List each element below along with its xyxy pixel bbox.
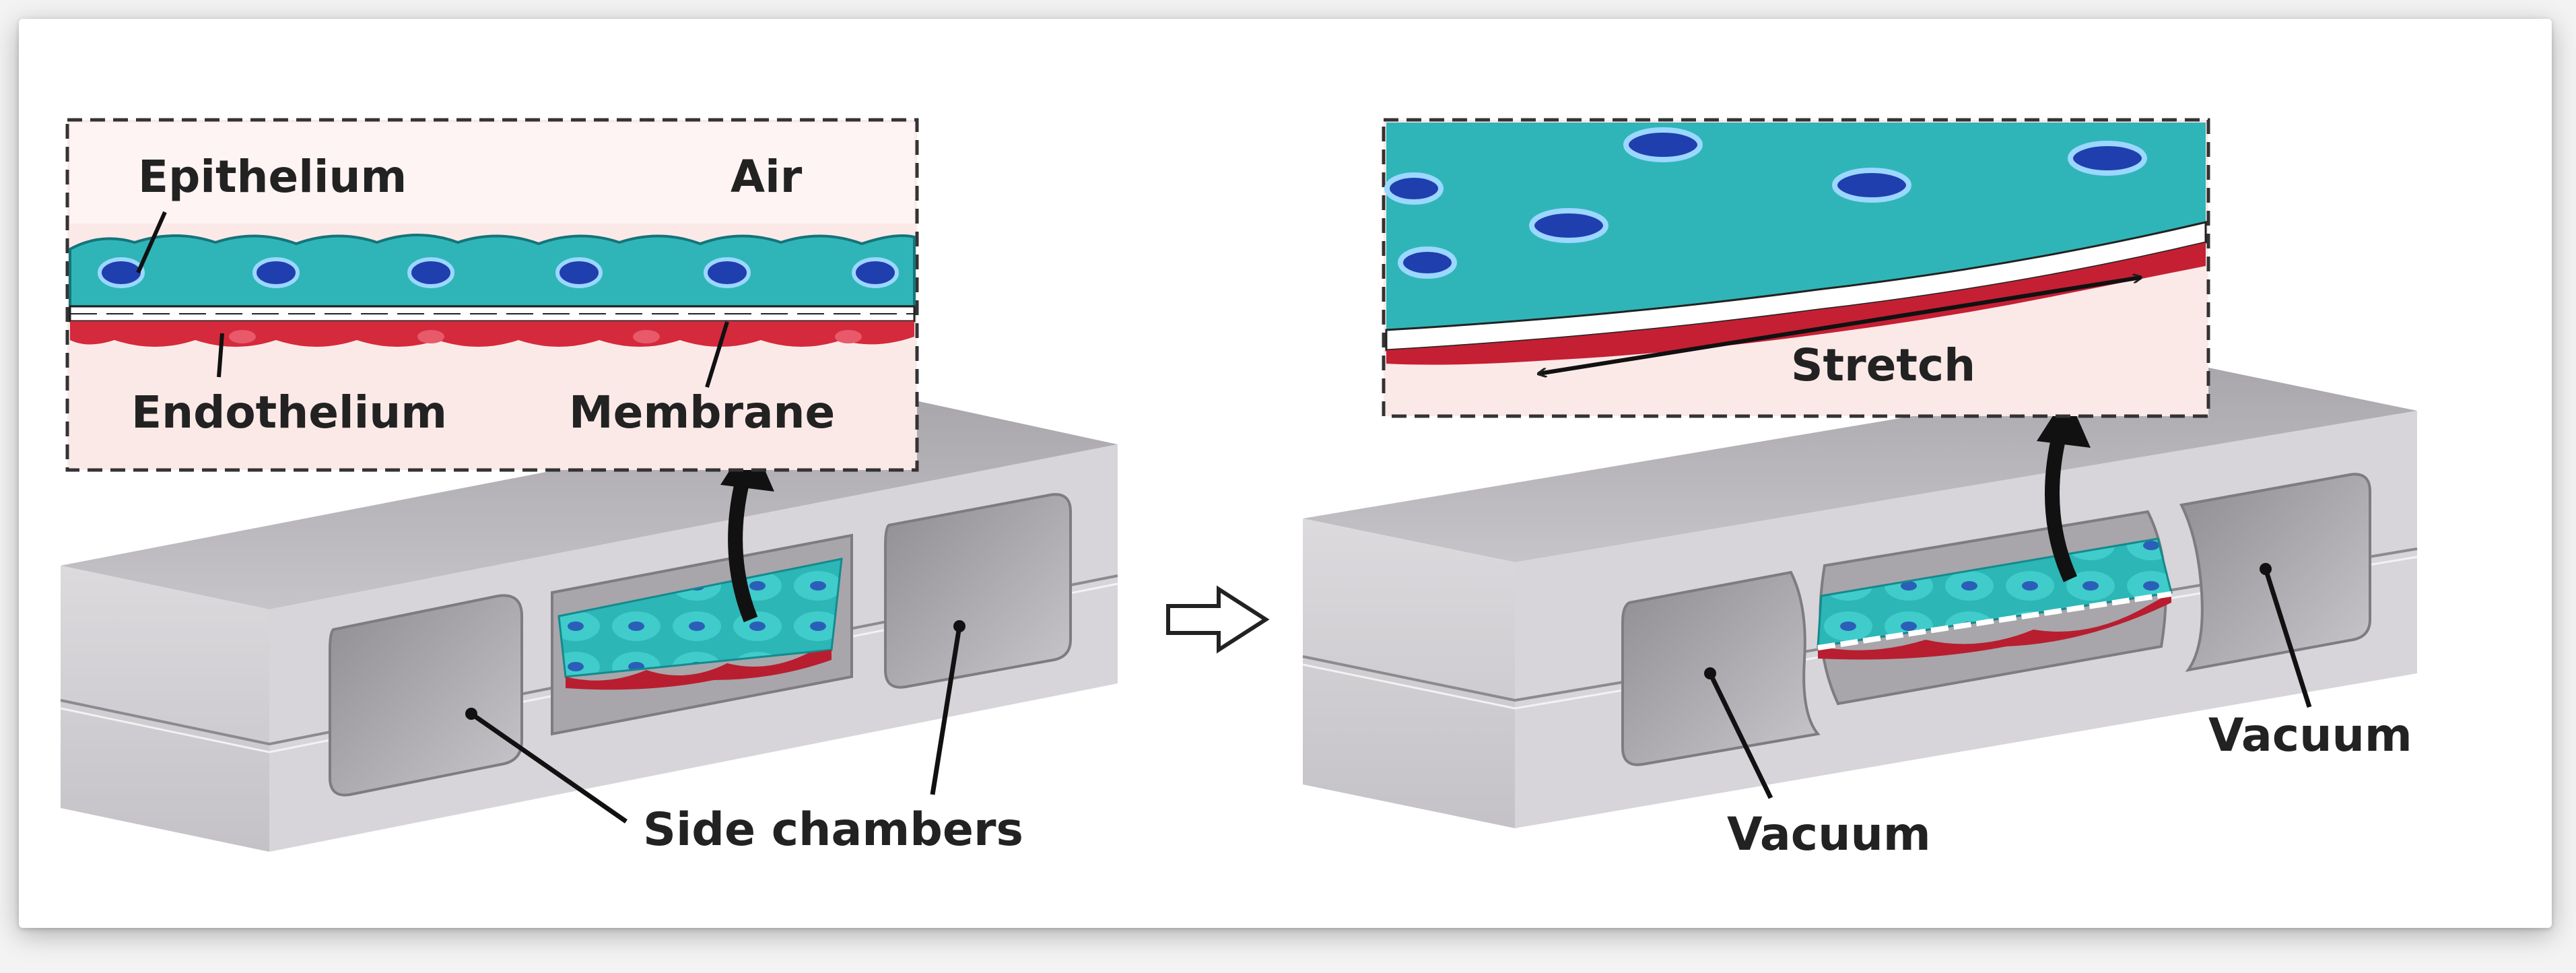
left-inset: Epithelium Air Endothelium Membrane [65,118,919,472]
vacuum-label-left: Vacuum [1727,808,1931,861]
right-arrow-icon [1166,585,1270,654]
left-central-channel [551,533,853,736]
vacuum-label-right: Vacuum [2208,709,2412,762]
stretch-label: Stretch [1791,339,1975,391]
right-side-chamber [884,493,1072,689]
membrane-strip [69,305,916,323]
epithelium-cell-row [69,234,916,308]
left-side-chamber [329,594,523,797]
left-device [60,401,1118,852]
side-chambers-label: Side chambers [643,803,1023,857]
right-device [1302,367,2418,828]
stretched-endothelium [1386,242,2206,365]
right-inset: Stretch [1382,118,2210,418]
air-label: Air [731,151,803,203]
endothelium-label: Endothelium [131,387,447,438]
endothelium-cell-row [70,321,914,347]
vacuum-chamber-left [1621,570,1821,766]
membrane-label: Membrane [569,387,835,438]
epithelium-label: Epithelium [138,151,407,203]
vacuum-chamber-right [2179,473,2371,672]
stretched-epithelium [1384,123,2206,330]
right-central-channel [1817,510,2173,706]
